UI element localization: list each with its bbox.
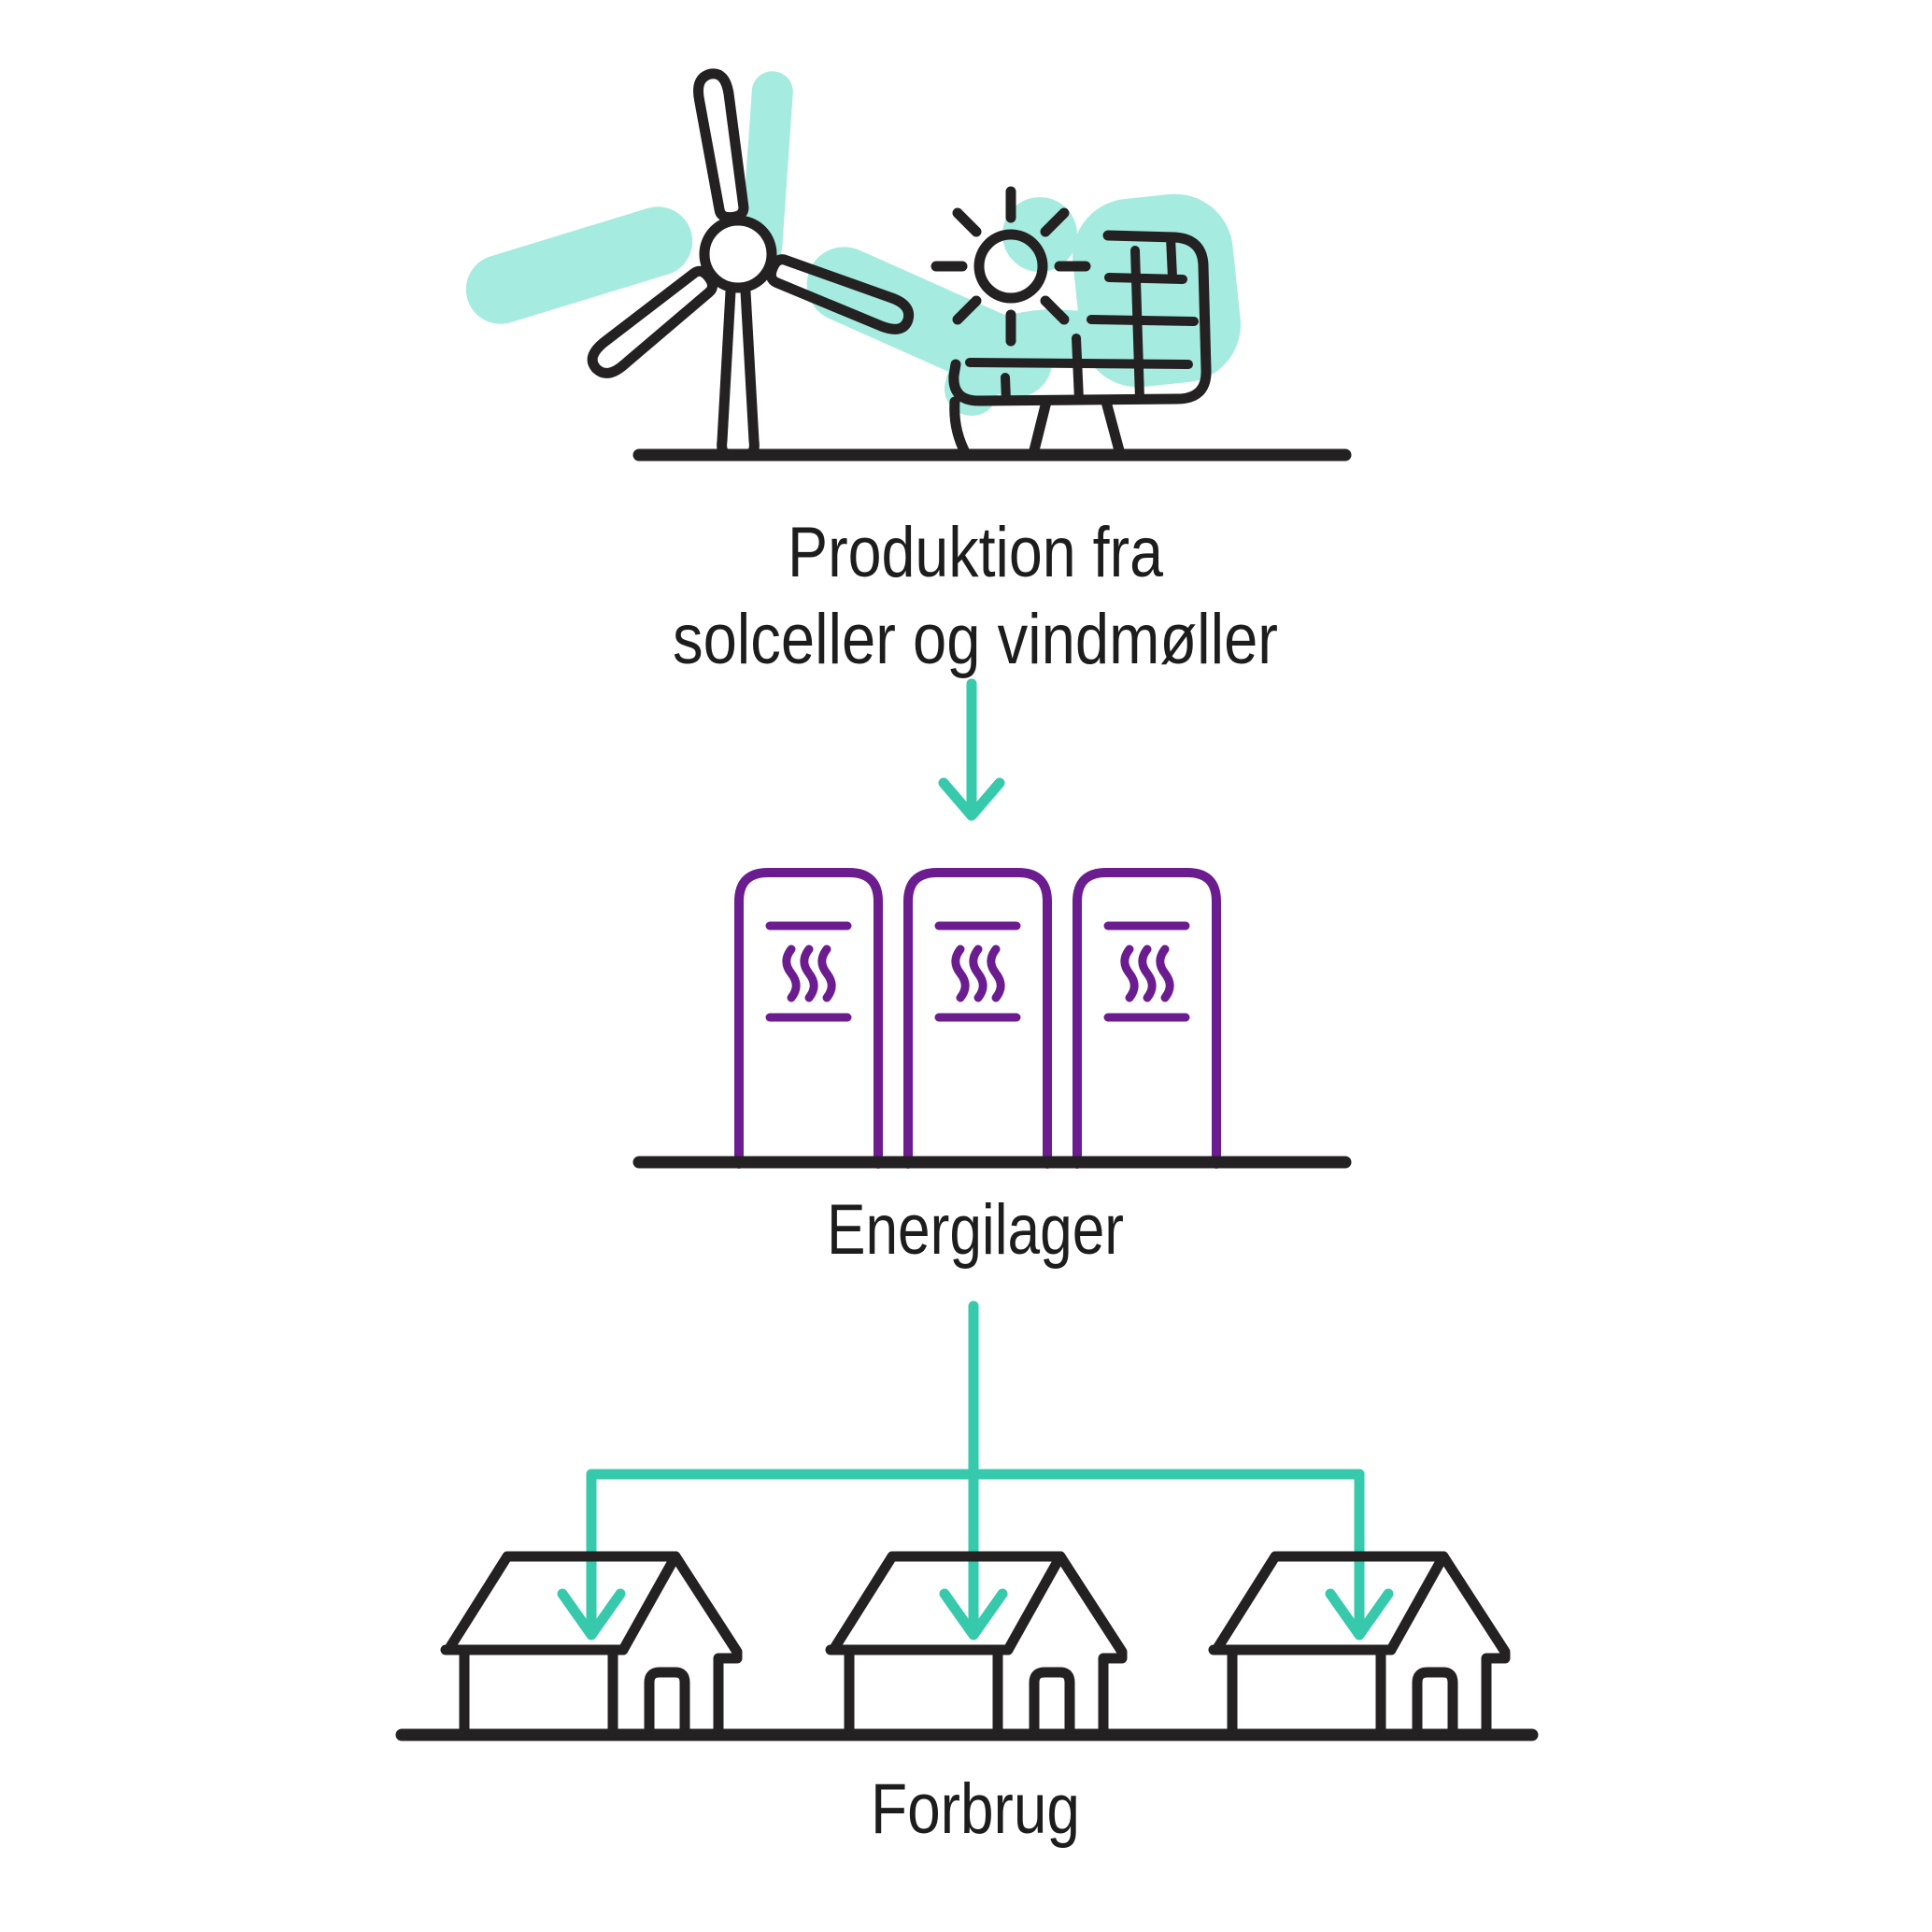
panel-grid xyxy=(965,233,1199,405)
arrow-head-icon xyxy=(938,777,1005,821)
storage-label: Energilager xyxy=(827,1190,1124,1270)
arrow-head-icon xyxy=(1325,1588,1394,1641)
storage-unit xyxy=(1077,873,1216,1164)
wind-turbine-icon xyxy=(587,68,915,460)
production-icons xyxy=(587,68,1352,462)
arrow-head-icon xyxy=(939,1588,1008,1641)
sun-icon xyxy=(930,186,1091,347)
arrow-head-icon xyxy=(557,1588,626,1641)
arrow-production-to-storage xyxy=(938,678,1005,821)
heat-waves-icon xyxy=(782,945,836,1002)
production-label-line1: Produktion fra xyxy=(788,513,1164,592)
mint-blob-swoosh xyxy=(945,308,1111,416)
panel-frame xyxy=(948,230,1212,406)
solar-panel-icon xyxy=(948,230,1212,460)
mint-blob-blade-left xyxy=(465,206,693,324)
storage-unit xyxy=(908,873,1047,1164)
mint-blob-blade-up xyxy=(741,71,793,267)
production-label-line2: solceller og vindmøller xyxy=(673,600,1278,679)
house-door xyxy=(644,1667,690,1740)
house-gable-edge xyxy=(618,1551,681,1655)
house-icon xyxy=(440,1551,743,1740)
energy-storage-icon xyxy=(734,868,1216,1169)
storage-unit xyxy=(734,868,883,1169)
sun-core xyxy=(973,229,1048,304)
consumption-label: Forbrug xyxy=(871,1769,1080,1849)
houses-row xyxy=(395,1551,1539,1741)
arrows-storage-to-houses xyxy=(557,1300,1394,1641)
turbine-hub xyxy=(699,215,777,293)
sun-rays xyxy=(930,186,1091,347)
house-roof xyxy=(443,1551,743,1740)
